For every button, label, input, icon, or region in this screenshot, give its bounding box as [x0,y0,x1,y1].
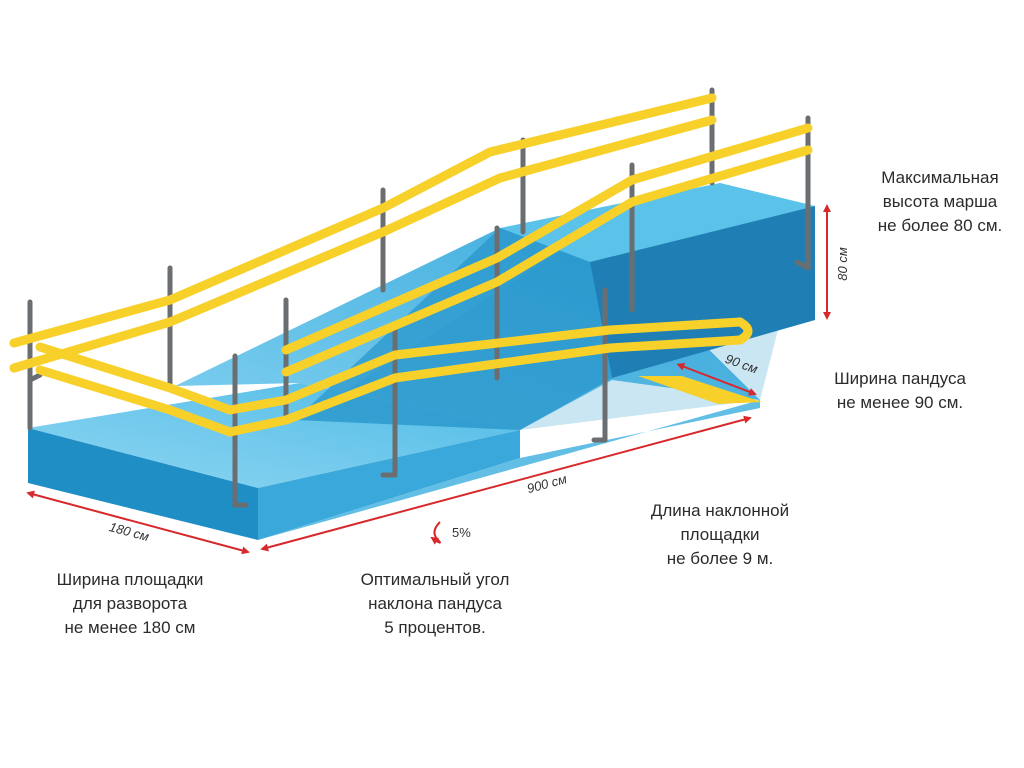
length-arrow [260,415,752,552]
middle-rail-upper [281,123,813,355]
slope-label: 5% [452,525,471,540]
caption-line: не менее 180 см [64,618,196,637]
ramp-length-caption: Длина наклонной площадки не более 9 м. [610,499,830,571]
height-dim-label: 80 см [835,247,850,281]
caption-line: не менее 90 см. [836,393,964,412]
caption-line: для разворота [72,594,188,613]
platform-width-caption: Ширина площадки для разворота не менее 1… [20,568,240,640]
platform-dim-label: 180 см [108,519,151,544]
caption-line: наклона пандуса [368,594,502,613]
caption-line: площадки [680,525,760,544]
caption-line: высота марша [882,192,998,211]
post-bracket [27,372,43,383]
upper-landing-front-wall [590,206,815,378]
platform-arrow [26,490,250,555]
max-height-caption: Максимальная высота марша не более 80 см… [850,166,1024,238]
caption-line: Длина наклонной [650,501,790,520]
width-arrow [676,362,757,396]
length-dim-label: 900 см [525,471,568,496]
caption-line: не более 9 м. [666,549,774,568]
caption-line: 5 процентов. [384,618,486,637]
caption-line: не более 80 см. [877,216,1003,235]
caption-line: Максимальная [881,168,999,187]
upper-landing-top [500,183,815,262]
far-rail-lower [9,115,717,373]
far-rail-upper [9,93,717,348]
ramp-width-caption: Ширина пандуса не менее 90 см. [800,367,1000,415]
caption-line: Ширина площадки [56,570,204,589]
post-bracket [794,259,811,271]
dimension-lines [26,204,831,555]
slope-angle-caption: Оптимальный угол наклона пандуса 5 проце… [320,568,550,640]
near-rail-upper [35,317,745,415]
middle-rail-lower [281,145,813,377]
caption-line: Оптимальный угол [360,570,510,589]
caption-line: Ширина пандуса [834,369,966,388]
slope-arrow [430,521,441,545]
ramp-side-shadow [295,228,612,430]
near-rail-end-loop [735,317,753,345]
